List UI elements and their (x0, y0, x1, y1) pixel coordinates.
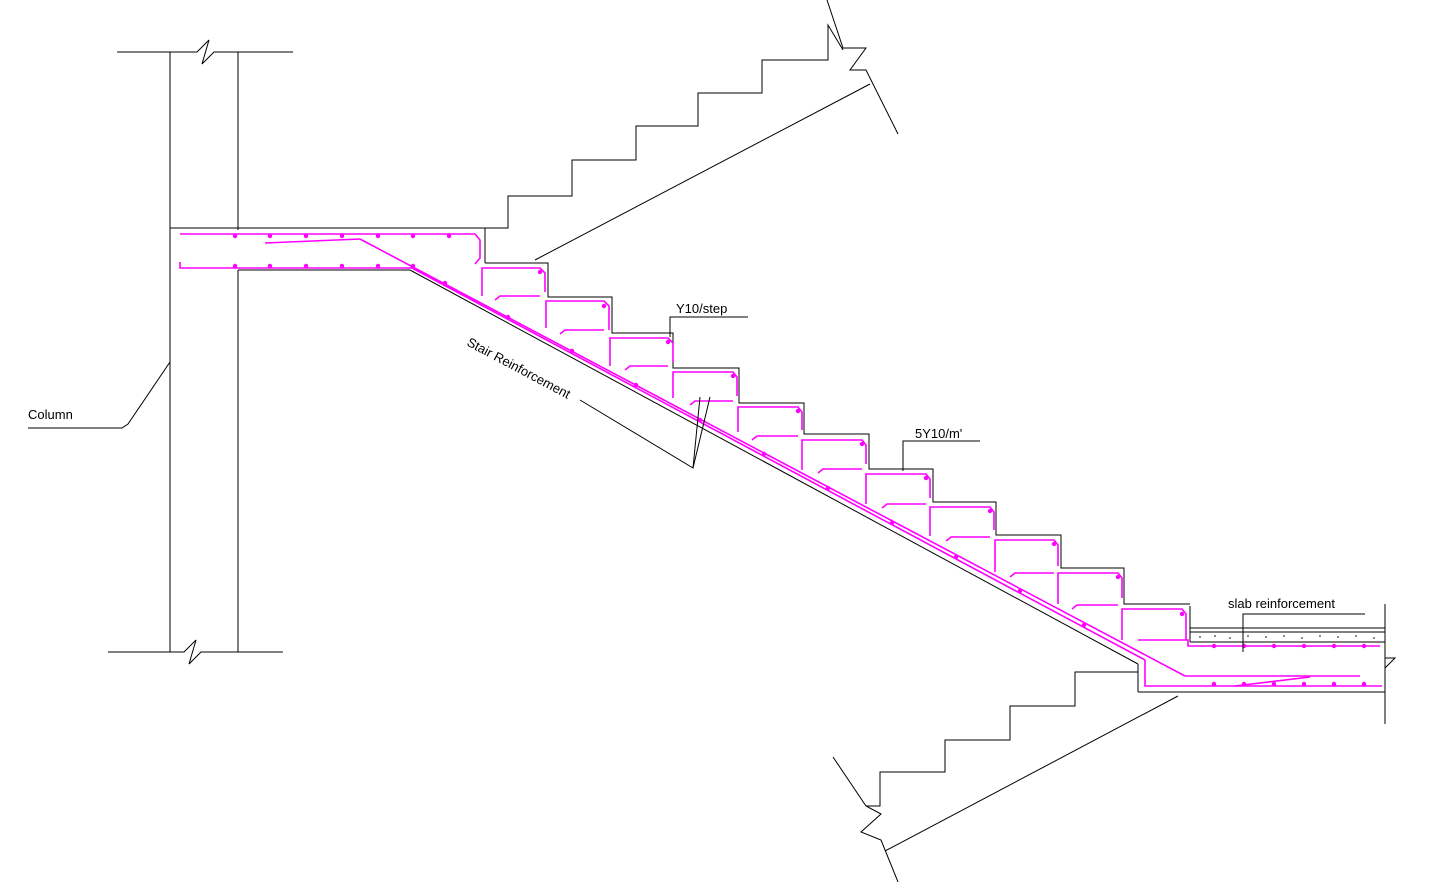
column-top-break-line (117, 39, 293, 65)
leader-lines (28, 316, 1365, 652)
column-leader (28, 361, 171, 429)
step-bar-label: Y10/step (676, 301, 727, 316)
stair-steps-profile (485, 262, 1190, 605)
upper-flight (485, 0, 899, 261)
distribution-bar-leader (902, 440, 980, 471)
lower-flight (832, 671, 1179, 882)
column (108, 39, 293, 665)
slab-top-bar (1138, 639, 1380, 647)
slab-finish-hatch (1199, 635, 1375, 639)
distribution-bar-label: 5Y10/m' (915, 426, 962, 441)
column-bottom-break-line (108, 639, 283, 665)
concrete-outline (170, 227, 1397, 724)
slab-reinforcement-leader (1242, 613, 1365, 652)
slab-bottom-bar (1144, 660, 1382, 687)
reinforcement (179, 233, 1382, 687)
stair-reinforcement-leader (579, 396, 711, 469)
main-top-bar (359, 238, 1186, 677)
stair-reinforcement-label: Stair Reinforcement (465, 334, 574, 401)
column-label: Column (28, 407, 73, 422)
reinforcement-bar-dots (232, 233, 1367, 687)
lower-flight-break-line (832, 756, 899, 882)
step-bars (481, 267, 1187, 640)
step-bar-leader (669, 316, 748, 337)
stair-steps (485, 262, 1190, 605)
landing-bottom-bar (179, 262, 412, 269)
slab-reinforcement-label: slab reinforcement (1228, 596, 1335, 611)
main-bottom-bar (411, 267, 1146, 661)
landing-top-bar (180, 233, 481, 265)
upper-flight-break-line (826, 0, 899, 135)
